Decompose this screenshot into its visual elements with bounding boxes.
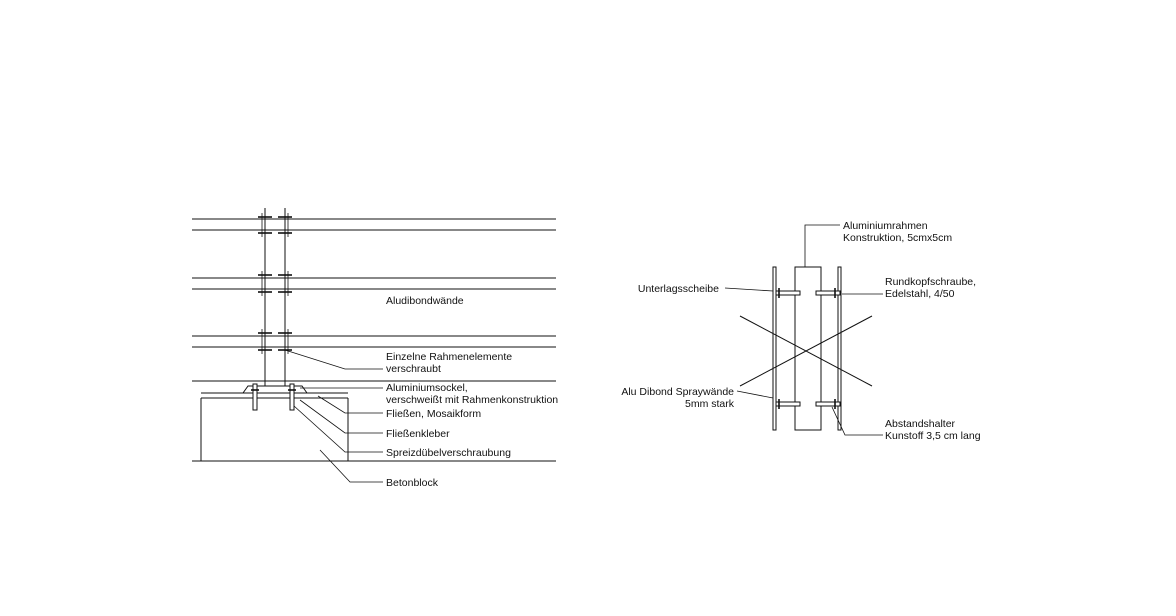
hollow-section-cross [739, 315, 873, 387]
anchor-bolts [251, 383, 296, 411]
label-abstandshalter: Abstandshalter [885, 418, 956, 430]
label-verschraubt: verschraubt [386, 363, 441, 375]
label-unterlagsscheibe: Unterlagsscheibe [638, 283, 719, 295]
right-section-detail: Aluminiumrahmen Konstruktion, 5cmx5cm Un… [621, 220, 980, 442]
dibond-panel-left [772, 266, 777, 431]
aluminium-base [201, 385, 348, 399]
label-edelstahl: Edelstahl, 4/50 [885, 288, 955, 300]
label-spreizduebel: Spreizdübelverschraubung [386, 447, 511, 459]
label-aluminiumrahmen: Aluminiumrahmen [843, 220, 928, 232]
label-rundkopfschraube: Rundkopfschraube, [885, 276, 976, 288]
left-leader-lines [284, 349, 383, 483]
label-5mm-stark: 5mm stark [685, 398, 735, 410]
label-fliessen: Fließen, Mosaikform [386, 408, 481, 420]
screw-assemblies [775, 288, 841, 409]
label-verschweisst: verschweißt mit Rahmenkonstruktion [386, 394, 558, 406]
label-betonblock: Betonblock [386, 477, 439, 489]
right-leader-lines [724, 224, 883, 436]
left-elevation-detail: Aludibondwände Einzelne Rahmenelemente v… [192, 208, 558, 489]
panel-lines [192, 218, 556, 382]
label-konstruktion: Konstruktion, 5cmx5cm [843, 232, 952, 244]
label-rahmenelemente: Einzelne Rahmenelemente [386, 351, 512, 363]
label-fliessenkleber: Fließenkleber [386, 428, 450, 440]
label-kunstoff: Kunstoff 3,5 cm lang [885, 430, 981, 442]
dibond-panel-right [837, 266, 842, 431]
label-aludibond: Aludibondwände [386, 295, 464, 307]
label-aluminiumsockel: Aluminiumsockel, [386, 382, 468, 394]
aluminium-frame-section [794, 266, 822, 431]
frame-posts [264, 208, 286, 386]
label-alu-dibond: Alu Dibond Spraywände [621, 386, 734, 398]
concrete-block [192, 398, 556, 462]
joint-bolts [258, 213, 292, 354]
